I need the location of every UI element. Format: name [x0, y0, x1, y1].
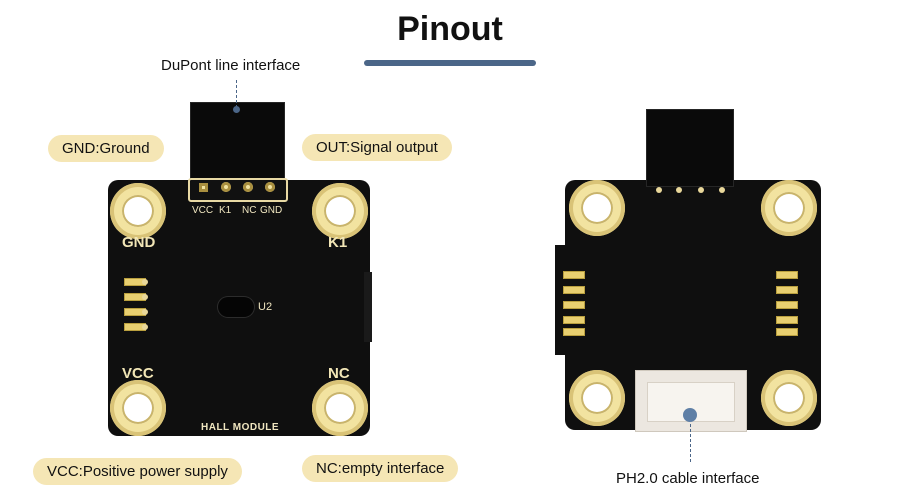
- pin-label-gnd: GND: [260, 205, 283, 216]
- gnd-callout: GND:Ground: [48, 135, 164, 162]
- back-mount-hole-bottom-left: [569, 370, 625, 426]
- back-pin-1: [656, 187, 662, 193]
- corner-label-vcc: VCC: [122, 365, 154, 382]
- pin-nc-pad: [243, 182, 253, 192]
- back-mount-hole-top-right: [761, 180, 817, 236]
- back-edge-pad-right-5: [776, 328, 798, 336]
- edge-pad-3: [124, 308, 146, 316]
- pin-label-nc: NC: [242, 205, 257, 216]
- mount-hole-bottom-right: [312, 380, 368, 436]
- page-title: Pinout: [397, 10, 503, 48]
- front-board-side-edge: [364, 272, 372, 342]
- out-callout: OUT:Signal output: [302, 134, 452, 161]
- pin-label-k1: K1: [219, 205, 232, 216]
- edge-pad-2: [124, 293, 146, 301]
- edge-pad-via-4: [142, 324, 148, 330]
- edge-pad-via-2: [142, 294, 148, 300]
- back-edge-pad-left-3: [563, 301, 585, 309]
- vcc-callout: VCC:Positive power supply: [33, 458, 242, 485]
- module-name-label: HALL MODULE: [201, 422, 280, 433]
- dupont-header-housing: [190, 102, 285, 186]
- back-edge-pad-left-2: [563, 286, 585, 294]
- title-underline: [364, 60, 536, 66]
- back-pin-4: [719, 187, 725, 193]
- edge-pad-1: [124, 278, 146, 286]
- corner-label-gnd: GND: [122, 234, 156, 251]
- back-edge-pad-right-2: [776, 286, 798, 294]
- dupont-interface-label: DuPont line interface: [161, 57, 301, 74]
- back-pin-2: [676, 187, 682, 193]
- sensor-label: U2: [258, 301, 273, 313]
- back-edge-pad-right-4: [776, 316, 798, 324]
- back-board-notch-left: [555, 245, 573, 355]
- edge-pad-via-3: [142, 309, 148, 315]
- mount-hole-top-right: [312, 183, 368, 239]
- pin-label-vcc: VCC: [192, 205, 214, 216]
- pin-k1-pad: [221, 182, 231, 192]
- mount-hole-bottom-left: [110, 380, 166, 436]
- back-edge-pad-left-5: [563, 328, 585, 336]
- ph2-leader-dot: [683, 408, 697, 422]
- mount-hole-top-left: [110, 183, 166, 239]
- back-mount-hole-top-left: [569, 180, 625, 236]
- edge-pad-via-1: [142, 279, 148, 285]
- nc-callout: NC:empty interface: [302, 455, 459, 482]
- back-mount-hole-bottom-right: [761, 370, 817, 426]
- pin-vcc-pad: [199, 183, 208, 192]
- hall-sensor-chip: [218, 297, 254, 317]
- back-edge-pad-left-1: [563, 271, 585, 279]
- ph2-interface-label: PH2.0 cable interface: [616, 470, 760, 487]
- dupont-leader-line: [236, 80, 237, 108]
- corner-label-k1: K1: [328, 234, 348, 251]
- back-edge-pad-right-1: [776, 271, 798, 279]
- back-edge-pad-left-4: [563, 316, 585, 324]
- back-header-housing: [646, 109, 734, 187]
- back-board-notch-right: [800, 245, 818, 355]
- dupont-leader-dot: [233, 106, 240, 113]
- back-pin-3: [698, 187, 704, 193]
- back-edge-pad-right-3: [776, 301, 798, 309]
- edge-pad-4: [124, 323, 146, 331]
- corner-label-nc: NC: [328, 365, 350, 382]
- pin-gnd-pad: [265, 182, 275, 192]
- ph2-leader-line: [690, 424, 691, 462]
